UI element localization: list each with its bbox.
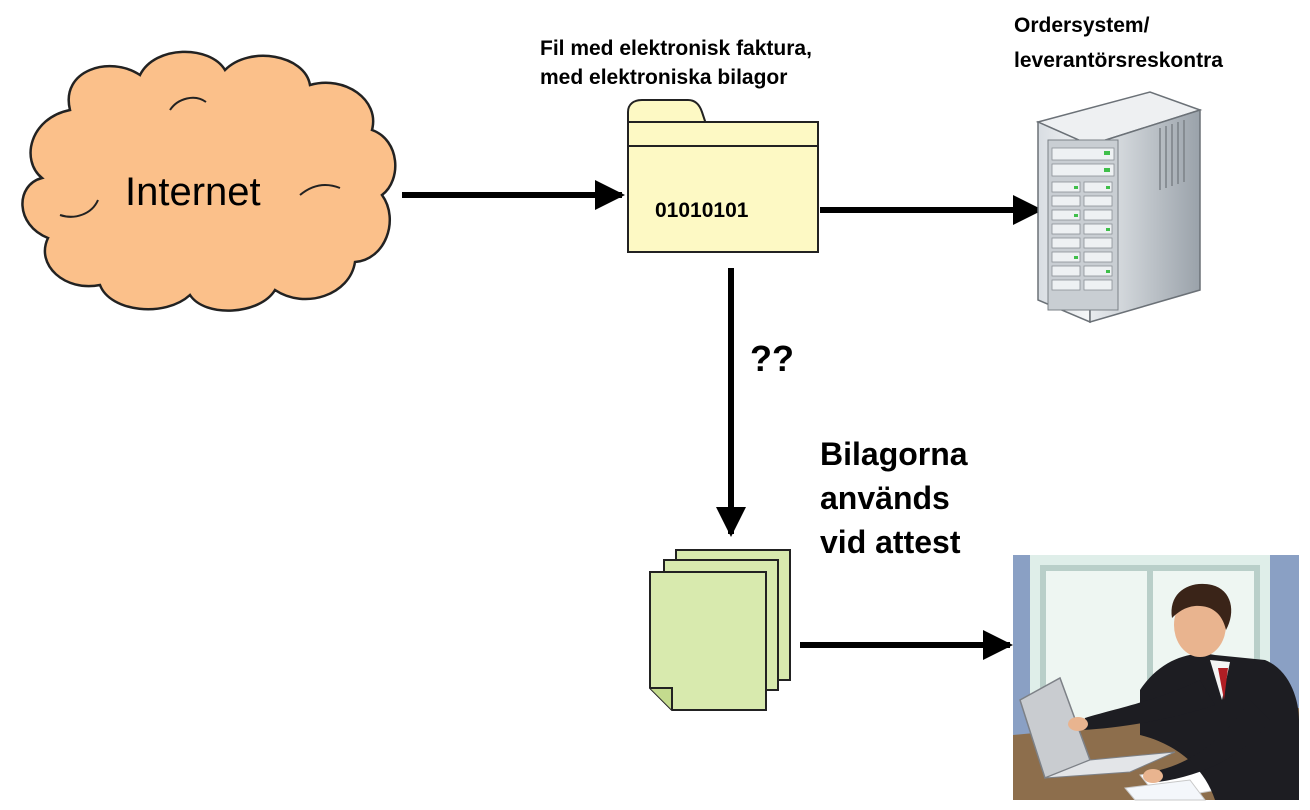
server-caption-line: leverantörsreskontra bbox=[1014, 49, 1223, 72]
file-caption: Fil med elektronisk faktura, med elektro… bbox=[540, 34, 812, 92]
cloud-icon bbox=[21, 50, 397, 312]
cloud-label: Internet bbox=[125, 170, 261, 214]
question-label: ?? bbox=[750, 338, 794, 379]
documents-icon bbox=[649, 549, 791, 711]
attachments-caption-line: Bilagorna bbox=[820, 436, 968, 472]
server-icon bbox=[1035, 91, 1203, 324]
attachments-caption-line: används bbox=[820, 480, 950, 516]
businessman-clipart bbox=[1013, 555, 1299, 801]
file-caption-line: Fil med elektronisk faktura, bbox=[540, 37, 812, 60]
file-caption-line: med elektroniska bilagor bbox=[540, 66, 788, 89]
server-caption-line: Ordersystem/ bbox=[1014, 14, 1150, 37]
attachments-caption-line: vid attest bbox=[820, 524, 961, 560]
folder-icon bbox=[627, 99, 819, 253]
file-content-label: 01010101 bbox=[655, 199, 749, 222]
attachments-caption: Bilagorna används vid attest bbox=[820, 432, 968, 564]
server-caption: Ordersystem/ leverantörsreskontra bbox=[1014, 8, 1223, 78]
